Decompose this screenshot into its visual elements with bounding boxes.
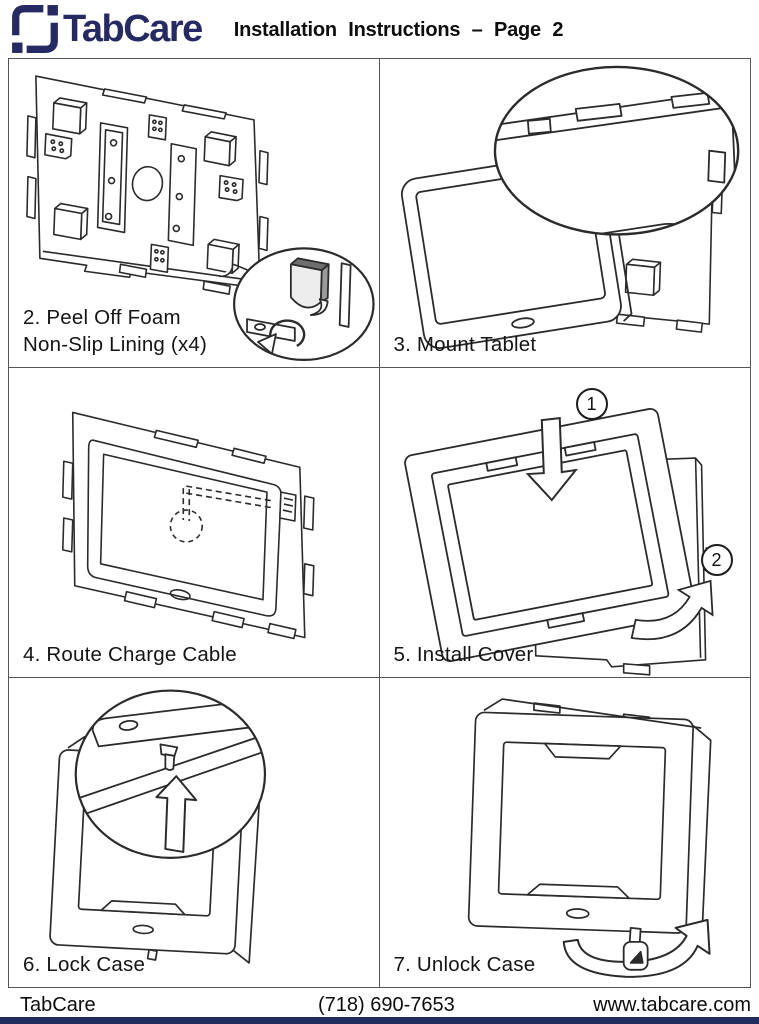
panel-install-cover: 1 2 5. Install Cover [379, 368, 750, 678]
install-cover-illustration [403, 408, 714, 676]
panel-mount-tablet: 3. Mount Tablet [379, 59, 750, 368]
brand-text: TabCare [63, 8, 203, 50]
panel-route-cable: 4. Route Charge Cable [9, 368, 380, 678]
panel-peel-foam: 2. Peel Off Foam Non-Slip Lining (x4) [9, 59, 380, 368]
footer-brand: TabCare [20, 994, 96, 1016]
panel-caption: 7. Unlock Case [393, 952, 536, 976]
peel-foam-illustration [26, 75, 375, 361]
footer-bar [0, 1017, 759, 1024]
step-marker-2: 2 [700, 544, 733, 576]
footer: TabCare (718) 690-7653 www.tabcare.com [0, 988, 759, 1017]
footer-website: www.tabcare.com [593, 994, 751, 1016]
lock-case-illustration [49, 689, 267, 964]
panel-caption: 5. Install Cover [393, 642, 534, 666]
tabcare-logo-icon [12, 5, 58, 53]
step-marker-1: 1 [575, 388, 608, 420]
panel-caption: 4. Route Charge Cable [23, 642, 237, 666]
panel-lock-case: 6. Lock Case [9, 678, 380, 987]
panel-caption: 6. Lock Case [23, 952, 146, 976]
page-title: Installation Instructions – Page 2 [233, 18, 564, 41]
instruction-grid: 2. Peel Off Foam Non-Slip Lining (x4) [8, 58, 751, 988]
route-charge-cable-illustration [61, 411, 315, 640]
panel-caption: 2. Peel Off Foam Non-Slip Lining (x4) [23, 305, 208, 356]
header: TabCare Installation Instructions – Page… [0, 0, 759, 58]
panel-caption: 3. Mount Tablet [393, 332, 537, 356]
mount-tablet-illustration [400, 65, 739, 349]
panel-unlock-case: 7. Unlock Case [380, 678, 751, 987]
unlock-case-illustration [467, 698, 712, 978]
footer-phone: (718) 690-7653 [318, 994, 455, 1016]
